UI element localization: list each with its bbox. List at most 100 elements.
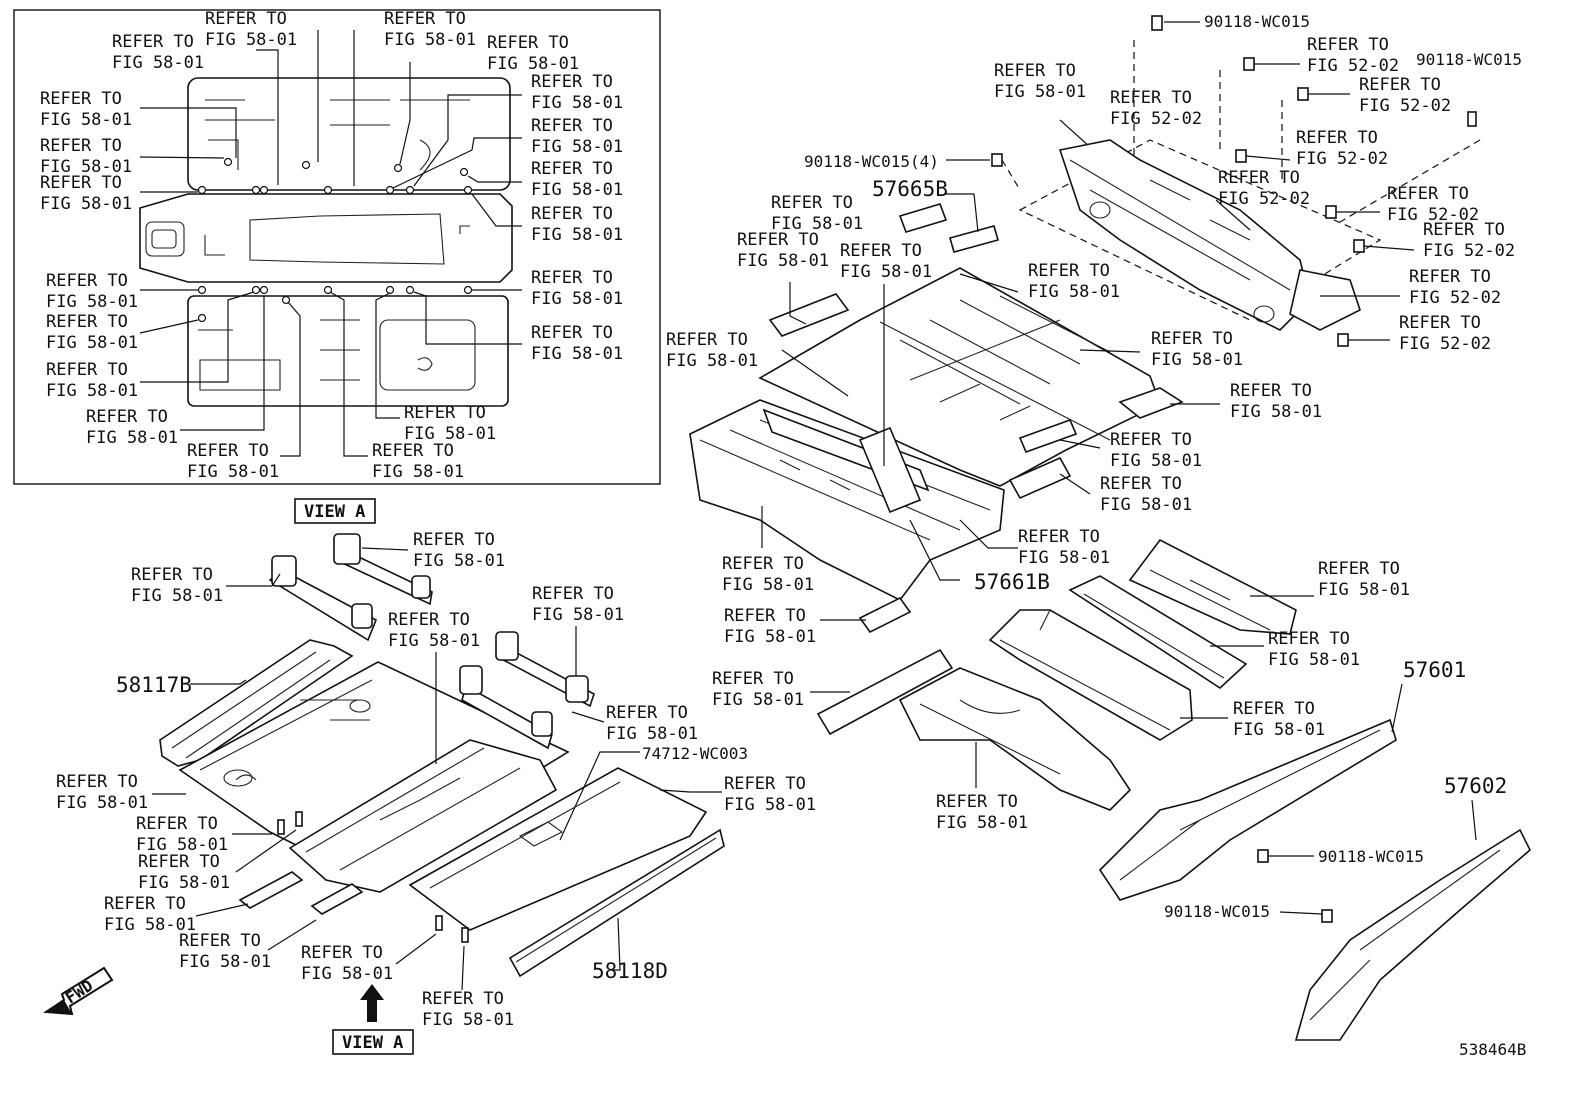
figure-reference: FIG 58-01 bbox=[1110, 451, 1202, 471]
view-a-label-box bbox=[294, 498, 376, 524]
refer-to-label: REFER TO bbox=[40, 136, 122, 156]
view-a-label-box bbox=[332, 1029, 414, 1055]
figure-reference: FIG 52-02 bbox=[1110, 109, 1202, 129]
view-a-label: VIEW A bbox=[342, 1033, 403, 1053]
refer-to-label: REFER TO bbox=[40, 89, 122, 109]
part-57661B-shape bbox=[858, 426, 922, 514]
refer-to-label: REFER TO bbox=[1268, 629, 1350, 649]
figure-reference: FIG 58-01 bbox=[487, 54, 579, 74]
refer-to-label: REFER TO bbox=[1423, 220, 1505, 240]
figure-reference: FIG 58-01 bbox=[840, 262, 932, 282]
figure-reference: FIG 58-01 bbox=[1018, 548, 1110, 568]
refer-to-label: REFER TO bbox=[301, 943, 383, 963]
figure-reference: FIG 58-01 bbox=[86, 428, 178, 448]
figure-reference: FIG 58-01 bbox=[46, 333, 138, 353]
figure-reference: FIG 58-01 bbox=[422, 1010, 514, 1030]
view-a-arrow-icon bbox=[360, 984, 384, 1022]
refer-to-label: REFER TO bbox=[1110, 88, 1192, 108]
refer-to-label: REFER TO bbox=[1233, 699, 1315, 719]
figure-reference: FIG 58-01 bbox=[388, 631, 480, 651]
part-number-90118-WC015: 90118-WC015 bbox=[1164, 902, 1270, 921]
part-number-74712-WC003: 74712-WC003 bbox=[642, 744, 748, 763]
figure-reference: FIG 58-01 bbox=[104, 915, 196, 935]
refer-to-label: REFER TO bbox=[1296, 128, 1378, 148]
figure-reference: FIG 52-02 bbox=[1359, 96, 1451, 116]
part-number-90118-WC015: 90118-WC015 bbox=[1318, 847, 1424, 866]
refer-to-label: REFER TO bbox=[1307, 35, 1389, 55]
figure-reference: FIG 58-01 bbox=[724, 627, 816, 647]
figure-reference: FIG 58-01 bbox=[372, 462, 464, 482]
refer-to-label: REFER TO bbox=[1409, 267, 1491, 287]
upper-right-assembly bbox=[946, 15, 1481, 347]
refer-to-label: REFER TO bbox=[724, 774, 806, 794]
inset-leaders bbox=[139, 30, 522, 457]
figure-reference: FIG 58-01 bbox=[40, 157, 132, 177]
refer-to-label: REFER TO bbox=[1387, 184, 1469, 204]
refer-to-label: REFER TO bbox=[531, 323, 613, 343]
center-tunnel bbox=[288, 739, 558, 893]
figure-reference: FIG 58-01 bbox=[301, 964, 393, 984]
figure-reference: FIG 58-01 bbox=[1100, 495, 1192, 515]
figure-reference: FIG 58-01 bbox=[531, 225, 623, 245]
figure-reference: FIG 58-01 bbox=[712, 690, 804, 710]
refer-to-label: REFER TO bbox=[104, 894, 186, 914]
refer-to-label: REFER TO bbox=[531, 268, 613, 288]
figure-reference: FIG 58-01 bbox=[112, 53, 204, 73]
figure-reference: FIG 52-02 bbox=[1399, 334, 1491, 354]
part-number-90118-WC015-x4: 90118-WC015(4) bbox=[804, 152, 939, 171]
refer-to-label: REFER TO bbox=[1399, 313, 1481, 333]
refer-to-label: REFER TO bbox=[46, 271, 128, 291]
figure-reference: FIG 52-02 bbox=[1409, 288, 1501, 308]
refer-to-label: REFER TO bbox=[994, 61, 1076, 81]
center-floor-assembly bbox=[689, 119, 1220, 634]
part-number-90118-WC015: 90118-WC015 bbox=[1416, 50, 1522, 69]
refer-to-label: REFER TO bbox=[205, 9, 287, 29]
figure-reference: FIG 58-01 bbox=[1028, 282, 1120, 302]
figure-reference: FIG 52-02 bbox=[1296, 149, 1388, 169]
refer-to-label: REFER TO bbox=[606, 703, 688, 723]
refer-to-label: REFER TO bbox=[771, 193, 853, 213]
inset-floor-plan bbox=[139, 77, 513, 407]
refer-to-label: REFER TO bbox=[1110, 430, 1192, 450]
fwd-arrow-icon bbox=[43, 966, 114, 1016]
refer-to-label: REFER TO bbox=[936, 792, 1018, 812]
refer-to-label: REFER TO bbox=[531, 116, 613, 136]
figure-reference: FIG 58-01 bbox=[384, 30, 476, 50]
figure-reference: FIG 58-01 bbox=[46, 292, 138, 312]
figure-reference: FIG 58-01 bbox=[138, 873, 230, 893]
refer-to-label: REFER TO bbox=[1100, 474, 1182, 494]
figure-reference: FIG 58-01 bbox=[936, 813, 1028, 833]
refer-to-label: REFER TO bbox=[1151, 329, 1233, 349]
refer-to-label: REFER TO bbox=[187, 441, 269, 461]
part-58117B-shape bbox=[159, 639, 354, 767]
figure-reference: FIG 52-02 bbox=[1387, 205, 1479, 225]
refer-to-label: REFER TO bbox=[531, 204, 613, 224]
refer-to-label: REFER TO bbox=[372, 441, 454, 461]
figure-reference: FIG 52-02 bbox=[1218, 189, 1310, 209]
figure-reference: FIG 58-01 bbox=[179, 952, 271, 972]
part-number-58118D: 58118D bbox=[592, 959, 668, 983]
figure-reference: FIG 58-01 bbox=[531, 344, 623, 364]
bolt-icons bbox=[277, 811, 469, 943]
figure-reference: FIG 58-01 bbox=[131, 586, 223, 606]
refer-to-label: REFER TO bbox=[531, 72, 613, 92]
refer-to-label: REFER TO bbox=[136, 814, 218, 834]
part-number-90118-WC015: 90118-WC015 bbox=[1204, 12, 1310, 31]
figure-reference: FIG 58-01 bbox=[771, 214, 863, 234]
refer-to-label: REFER TO bbox=[1318, 559, 1400, 579]
figure-reference: FIG 58-01 bbox=[40, 194, 132, 214]
refer-to-label: REFER TO bbox=[487, 33, 569, 53]
figure-reference: FIG 58-01 bbox=[1318, 580, 1410, 600]
diagram-id: 538464B bbox=[1459, 1040, 1526, 1059]
view-a-leaders bbox=[152, 547, 722, 991]
figure-reference: FIG 58-01 bbox=[136, 835, 228, 855]
refer-to-label: REFER TO bbox=[532, 584, 614, 604]
part-number-57601: 57601 bbox=[1403, 658, 1466, 682]
upper-right-leaders bbox=[946, 21, 1415, 341]
refer-to-label: REFER TO bbox=[1028, 261, 1110, 281]
refer-to-label: REFER TO bbox=[179, 931, 261, 951]
refer-to-label: REFER TO bbox=[666, 330, 748, 350]
refer-to-label: REFER TO bbox=[112, 32, 194, 52]
inset-view bbox=[13, 9, 661, 485]
